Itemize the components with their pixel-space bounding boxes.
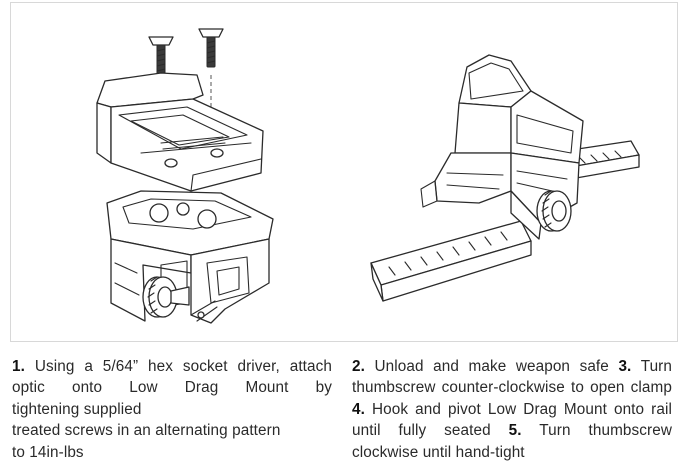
thumbscrew-icon — [142, 276, 190, 318]
thumbscrew-icon — [536, 190, 572, 232]
low-drag-mount-drawing — [106, 190, 274, 324]
red-dot-optic-drawing — [454, 54, 584, 164]
steps-2-5-caption: 2. Unload and make weapon safe 3. Turn t… — [352, 356, 672, 463]
step-text: Using a 5/64” hex socket driver, attach — [34, 358, 332, 375]
step-1-line-3: tightening supplied — [12, 400, 142, 418]
step-1-caption: 1. Using a 5/64” hex socket driver, atta… — [12, 356, 332, 463]
picatinny-rail-drawing — [370, 220, 532, 302]
step-3-text: Turn thumbscrew counter-clockwise to ope… — [352, 358, 672, 397]
step-number: 5. — [508, 422, 522, 440]
red-dot-optic-drawing — [96, 72, 264, 192]
step-4-text: Hook and pivot Low Drag Mount onto rail … — [352, 400, 672, 440]
mounted-on-rail-view — [370, 54, 640, 302]
instruction-captions: 1. Using a 5/64” hex socket driver, atta… — [12, 356, 678, 466]
step-1-line-2: optic onto Low Drag Mount by — [12, 379, 332, 397]
step-1-line-4: treated screws in an alternating pattern — [12, 422, 281, 440]
exploded-view — [96, 28, 274, 324]
step-5-text: Turn thumbscrew clockwise until hand-tig… — [352, 422, 672, 461]
screw-icon — [148, 36, 174, 76]
screw-icon — [198, 28, 224, 68]
step-number: 2. — [352, 358, 365, 375]
step-2-text: Unload and make weapon safe — [374, 358, 609, 375]
assembly-illustration — [10, 2, 678, 342]
line-drawing — [96, 28, 640, 324]
step-1-line-5: to 14in-lbs — [12, 443, 84, 461]
step-number: 1. — [12, 358, 25, 375]
step-number: 4. — [352, 400, 365, 418]
step-1-line-1: 1. Using a 5/64” hex socket driver, atta… — [12, 356, 332, 377]
step-number: 3. — [618, 358, 632, 375]
